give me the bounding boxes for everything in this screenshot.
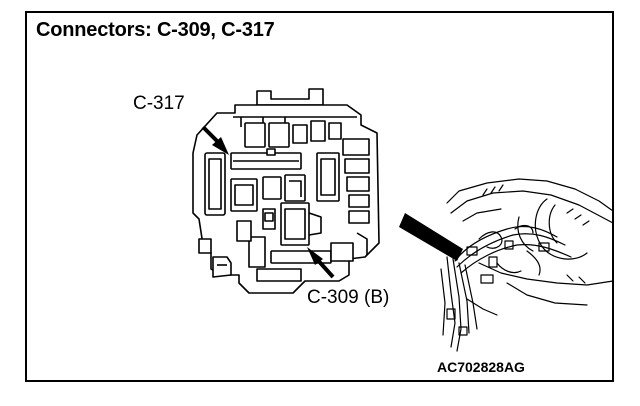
connector-illustration bbox=[192, 88, 614, 352]
diagram-frame: Connectors: C-309, C-317 C-317 C-309 (B)… bbox=[25, 11, 614, 382]
label-c309: C-309 (B) bbox=[307, 287, 390, 308]
junction-block bbox=[192, 88, 380, 294]
dashboard-harness-view bbox=[440, 178, 614, 352]
location-arrow bbox=[399, 213, 463, 261]
label-c317: C-317 bbox=[133, 93, 185, 114]
diagram-title: Connectors: C-309, C-317 bbox=[36, 19, 275, 41]
figure-code: AC702828AG bbox=[437, 359, 525, 375]
callout-arrows bbox=[201, 125, 335, 279]
